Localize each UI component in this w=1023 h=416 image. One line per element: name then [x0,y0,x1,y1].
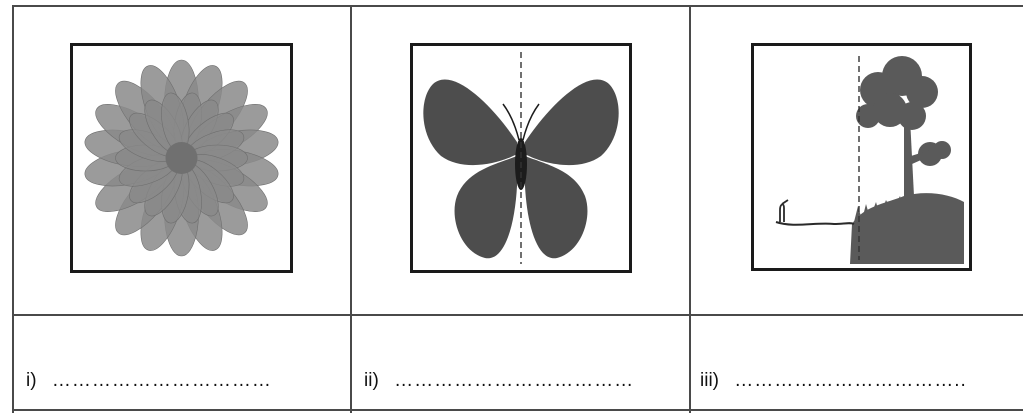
table-border-left [12,5,14,413]
bird-icon [779,199,789,222]
table-border-bottom [12,409,1023,411]
tree-silhouette [850,56,964,264]
answer-label: ii) [364,370,379,391]
answer-blank[interactable]: …………………………….. [734,370,967,391]
butterfly-picture [410,43,632,273]
ground-line [775,221,855,226]
answer-ii: ii) ……………………………… [364,370,634,392]
flower-picture [70,43,293,273]
answer-i: i) …………………………… [26,370,272,392]
flower-center [165,142,198,174]
table-border-top [12,5,1023,7]
answer-iii: iii) …………………………….. [700,370,967,392]
table-row-divider [12,314,1023,316]
tree-landscape-picture [751,43,972,271]
answer-blank[interactable]: ……………………………… [394,370,635,391]
table-divider-2 [689,5,691,413]
tree-icon [775,56,964,264]
answer-label: iii) [700,370,719,391]
butterfly-icon [423,52,619,264]
flower-icon [84,59,279,257]
table-divider-1 [350,5,352,413]
butterfly-wings [423,79,619,259]
butterfly-antennae [502,103,540,141]
worksheet-table: i) …………………………… ii) ……………………………… iii) ………… [12,5,1023,413]
answer-blank[interactable]: …………………………… [51,370,272,391]
answer-label: i) [26,370,37,391]
